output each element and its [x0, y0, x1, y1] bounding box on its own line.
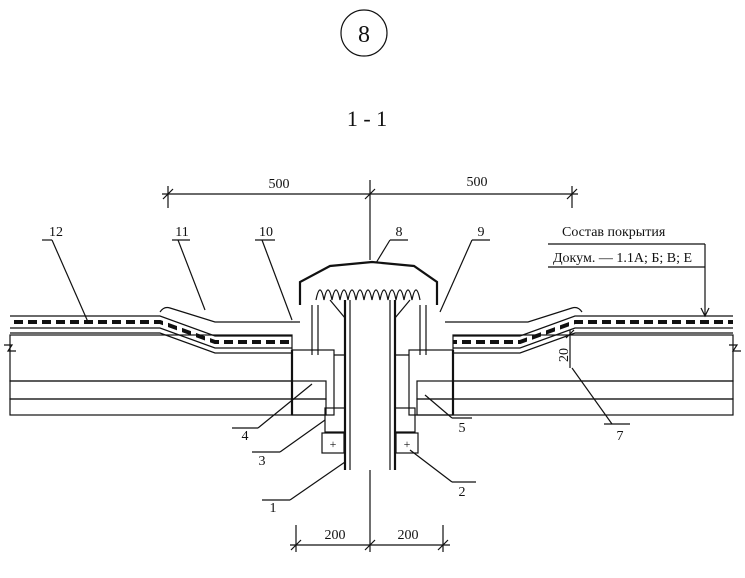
callout-12: 12	[49, 225, 63, 240]
svg-text:+: +	[404, 437, 411, 451]
callout-11: 11	[175, 225, 188, 240]
insulation-layer	[9, 334, 734, 382]
callouts: 12 11 10 8 9 4 3 1 5 2 7	[42, 225, 630, 516]
sealing-rings: + +	[321, 407, 419, 454]
svg-text:+: +	[330, 437, 337, 451]
callout-4: 4	[242, 429, 249, 444]
callout-9: 9	[478, 225, 485, 240]
composition-title: Состав покрытия	[562, 225, 666, 240]
sheet-number-badge: 8	[340, 9, 388, 57]
section-label: 1 - 1	[347, 106, 387, 131]
slab-layer	[9, 398, 734, 416]
composition-reference: Докум. — 1.1А; Б; В; Е	[553, 251, 692, 266]
callout-2: 2	[459, 485, 466, 500]
callout-10: 10	[259, 225, 273, 240]
callout-3: 3	[259, 454, 266, 469]
dim-bottom-right: 200	[398, 528, 419, 543]
callout-5: 5	[459, 421, 466, 436]
screed-layer	[9, 380, 734, 400]
top-dimension: 500 500	[162, 175, 578, 260]
vent-base-assembly	[290, 349, 455, 416]
slope-dimension: 20	[557, 329, 575, 368]
dim-bottom-left: 200	[325, 528, 346, 543]
sheet-number: 8	[358, 22, 370, 48]
dim-slope: 20	[557, 348, 572, 362]
dim-top-left: 500	[269, 177, 290, 192]
callout-7: 7	[617, 429, 624, 444]
break-lines	[4, 344, 741, 352]
callout-8: 8	[396, 225, 403, 240]
sheet-number-circle	[340, 9, 388, 57]
roof-composition-note: Состав покрытия Докум. — 1.1А; Б; В; Е	[548, 225, 710, 318]
dim-top-right: 500	[467, 175, 488, 190]
roof-membrane	[10, 306, 733, 354]
bottom-dimension: 200 200	[290, 470, 450, 552]
vent-cap	[298, 260, 439, 355]
callout-1: 1	[270, 501, 277, 516]
